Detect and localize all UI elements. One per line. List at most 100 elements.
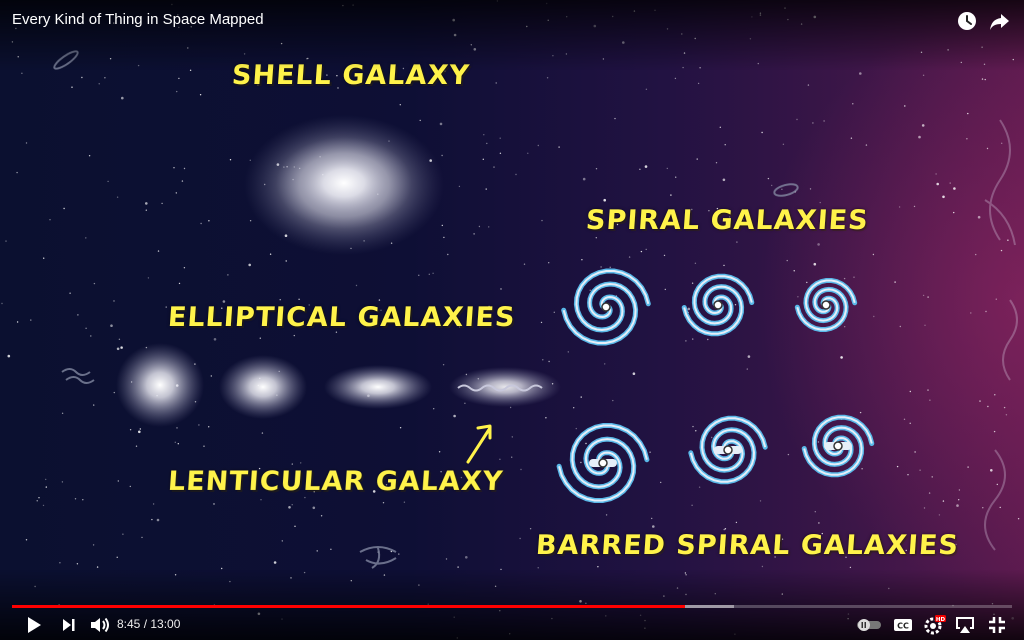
star — [1005, 414, 1008, 416]
star — [63, 207, 65, 210]
star — [431, 488, 433, 490]
star — [694, 262, 697, 264]
star — [229, 159, 232, 161]
star — [742, 219, 745, 221]
airplay-button[interactable] — [953, 613, 977, 637]
star — [1003, 406, 1006, 409]
star — [903, 418, 906, 420]
star — [312, 506, 316, 510]
star — [537, 567, 539, 569]
star — [852, 103, 854, 105]
captions-icon: CC — [894, 619, 912, 631]
star — [213, 503, 215, 505]
star — [25, 539, 28, 541]
spiral-galaxy — [561, 268, 651, 346]
star — [96, 566, 99, 568]
star — [488, 305, 490, 308]
star — [735, 521, 738, 524]
star — [482, 158, 484, 160]
star — [385, 484, 388, 486]
star — [93, 282, 96, 285]
star — [509, 406, 512, 409]
star — [25, 142, 28, 144]
star — [74, 498, 77, 500]
video-title[interactable]: Every Kind of Thing in Space Mapped — [12, 11, 264, 28]
star — [918, 135, 921, 139]
star — [438, 451, 441, 453]
star — [493, 166, 495, 168]
star — [177, 443, 179, 445]
play-button[interactable] — [22, 613, 46, 637]
star — [1, 302, 3, 305]
star — [781, 538, 784, 540]
spiral-arm-core — [558, 438, 635, 502]
star — [374, 77, 376, 79]
star — [291, 463, 293, 465]
star — [281, 540, 283, 542]
star — [585, 442, 587, 445]
star — [183, 167, 186, 170]
star — [953, 211, 955, 214]
star — [445, 558, 448, 560]
star — [914, 451, 916, 453]
star — [996, 483, 998, 486]
star — [488, 226, 490, 228]
progress-bar[interactable] — [12, 605, 1012, 608]
star — [782, 143, 785, 145]
settings-button[interactable]: HD — [922, 613, 946, 637]
star — [428, 273, 430, 275]
star — [500, 288, 502, 290]
star — [977, 215, 981, 219]
star — [59, 562, 61, 564]
star — [812, 122, 814, 124]
star — [457, 566, 459, 568]
captions-button[interactable]: CC — [891, 613, 915, 637]
star — [984, 78, 986, 81]
star — [967, 112, 969, 115]
star — [261, 432, 264, 434]
star — [628, 256, 631, 258]
star — [639, 168, 641, 170]
share-icon[interactable] — [988, 10, 1010, 32]
star — [979, 400, 981, 402]
star — [458, 326, 461, 328]
autoplay-toggle[interactable] — [856, 613, 882, 637]
star — [145, 209, 147, 211]
spiral-arm-core — [689, 428, 756, 483]
star — [473, 233, 475, 235]
star — [922, 74, 925, 77]
exit-fullscreen-button[interactable] — [985, 613, 1009, 637]
star — [759, 500, 762, 502]
star — [975, 253, 977, 256]
star — [966, 138, 968, 140]
star — [695, 430, 697, 432]
star — [736, 241, 738, 243]
star — [724, 144, 726, 146]
volume-button[interactable] — [88, 613, 112, 637]
star — [698, 486, 701, 488]
watch-later-icon[interactable] — [956, 10, 978, 32]
star — [927, 389, 929, 391]
star — [378, 299, 381, 301]
next-button[interactable] — [57, 613, 81, 637]
star — [719, 126, 721, 128]
star — [372, 490, 376, 493]
star — [664, 288, 666, 291]
star — [567, 351, 569, 353]
star — [398, 553, 400, 555]
star — [121, 96, 124, 100]
star — [929, 399, 931, 401]
star — [113, 391, 116, 394]
star — [90, 335, 92, 337]
star — [458, 185, 461, 188]
star — [987, 405, 989, 408]
star — [913, 205, 916, 208]
star — [723, 528, 725, 531]
star — [117, 480, 120, 482]
star — [320, 515, 323, 517]
star — [221, 307, 223, 309]
star — [796, 118, 798, 121]
galaxy-core — [713, 300, 723, 310]
